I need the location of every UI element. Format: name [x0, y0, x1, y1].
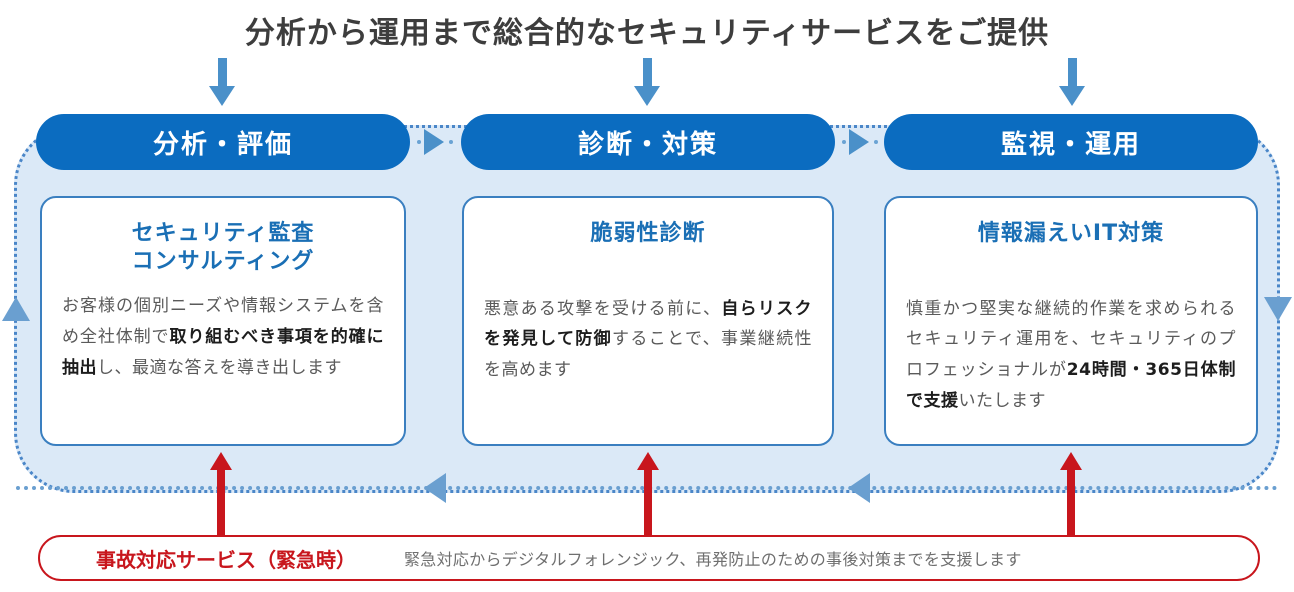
stage-pill-monitoring[interactable]: 監視・運用 [884, 114, 1258, 170]
service-card-information-leak[interactable]: 情報漏えいIT対策 慎重かつ堅実な継続的作業を求められるセキュリティ運用を、セキ… [884, 196, 1258, 446]
arrow-shaft [1067, 468, 1075, 536]
chevron-dot [842, 140, 846, 144]
arrow-shaft [218, 58, 227, 88]
card-body-plain-1: 慎重かつ堅実な継続的作業を求められるセキュリティ運用を、セキュリティのプロフェッ… [906, 298, 1236, 381]
loop-arrow-down-icon-right [1264, 297, 1292, 321]
card-body-plain-1: お客様の個別ニーズや情報システムを含め全社体制で [62, 296, 384, 347]
chevron-right-icon-2 [849, 129, 869, 155]
card-body-plain-1: 悪意ある攻撃を受ける前に、 [484, 298, 722, 319]
arrow-shaft [643, 58, 652, 88]
emergency-service-label: 事故対応サービス（緊急時） [96, 547, 356, 572]
card-body-bold-1: 自らリスクを発見して防御 [484, 298, 813, 350]
card-body-plain-2: いたします [958, 391, 1046, 412]
card-body-plain-2: することで、事業継続性を高めます [484, 329, 812, 381]
emergency-arrow-icon-3 [1060, 452, 1082, 536]
card-body: 慎重かつ堅実な継続的作業を求められるセキュリティ運用を、セキュリティのプロフェッ… [906, 294, 1236, 418]
arrow-shaft [217, 468, 225, 536]
arrow-head [210, 452, 232, 470]
card-body-plain-2: し、最適な答えを導き出します [97, 357, 342, 378]
card-body-bold-1: 取り組むべき事項を的確に抽出 [62, 326, 385, 378]
down-arrow-icon-stage-1 [209, 58, 235, 106]
emergency-arrow-icon-1 [210, 452, 232, 536]
chevron-right-icon-1 [424, 129, 444, 155]
card-body-bold-1: 24時間・365日体制で支援 [906, 360, 1236, 412]
card-title: 情報漏えいIT対策 [906, 220, 1236, 248]
arrow-head [1060, 452, 1082, 470]
card-title-line1: 情報漏えいIT対策 [977, 221, 1165, 246]
down-arrow-icon-stage-3 [1059, 58, 1085, 106]
card-title-line1: 脆弱性診断 [590, 221, 706, 246]
card-title: セキュリティ監査 コンサルティング [62, 220, 384, 275]
page-title: 分析から運用まで総合的なセキュリティサービスをご提供 [244, 16, 1050, 51]
loop-arrow-left-icon-1 [424, 473, 446, 503]
service-card-security-audit[interactable]: セキュリティ監査 コンサルティング お客様の個別ニーズや情報システムを含め全社体… [40, 196, 406, 446]
stage-pill-analysis[interactable]: 分析・評価 [36, 114, 410, 170]
arrow-head [637, 452, 659, 470]
card-title-line2: コンサルティング [131, 248, 315, 274]
chevron-dot [874, 140, 878, 144]
loop-arrow-up-icon-left [2, 297, 30, 321]
card-title: 脆弱性診断 [484, 220, 812, 248]
stage-pill-diagnosis[interactable]: 診断・対策 [461, 114, 835, 170]
chevron-dot [417, 140, 421, 144]
emergency-arrow-icon-2 [637, 452, 659, 536]
emergency-service-description: 緊急対応からデジタルフォレンジック、再発防止のための事後対策までを支援します [404, 550, 1022, 569]
down-arrow-icon-stage-2 [634, 58, 660, 106]
arrow-head [209, 86, 235, 106]
service-card-vulnerability-diagnosis[interactable]: 脆弱性診断 悪意ある攻撃を受ける前に、自らリスクを発見して防御することで、事業継… [462, 196, 834, 446]
arrow-head [634, 86, 660, 106]
emergency-service-bar[interactable]: 事故対応サービス（緊急時） 緊急対応からデジタルフォレンジック、再発防止のための… [38, 535, 1260, 581]
card-body: お客様の個別ニーズや情報システムを含め全社体制で取り組むべき事項を的確に抽出し、… [62, 291, 384, 384]
arrow-head [1059, 86, 1085, 106]
arrow-shaft [644, 468, 652, 536]
card-body: 悪意ある攻撃を受ける前に、自らリスクを発見して防御することで、事業継続性を高めま… [484, 294, 812, 387]
chevron-dot [449, 140, 453, 144]
loop-arrow-left-icon-2 [848, 473, 870, 503]
card-title-line1: セキュリティ監査 [131, 221, 315, 246]
arrow-shaft [1068, 58, 1077, 88]
